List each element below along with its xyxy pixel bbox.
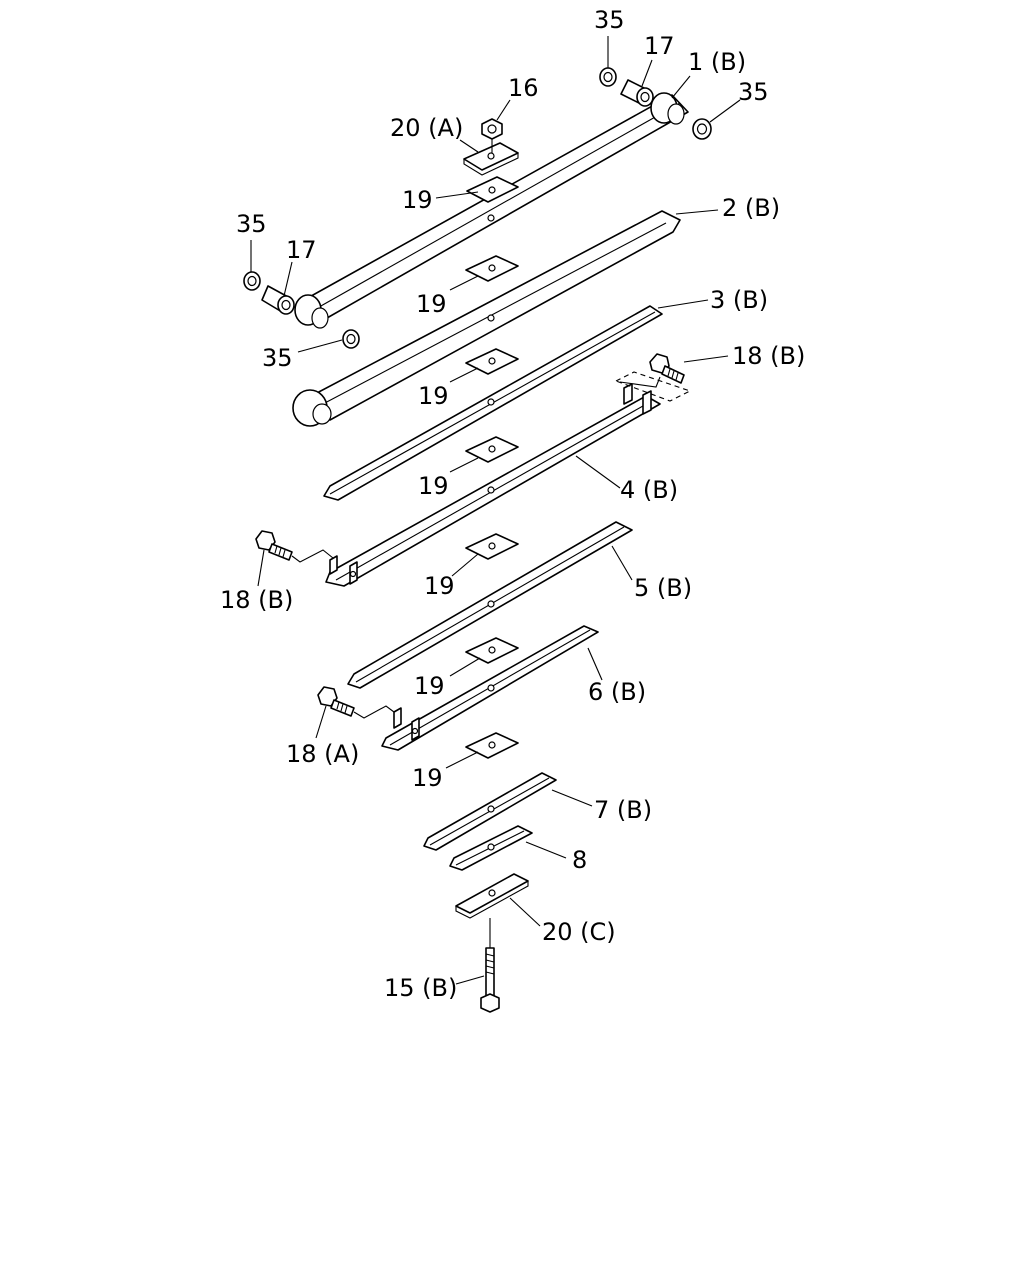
leaf-3: [323, 305, 663, 501]
callout-6b: 6 (B): [588, 678, 646, 706]
callout-19-b: 19: [416, 290, 447, 318]
callout-20a: 20 (A): [390, 114, 463, 142]
leaf-7: [423, 772, 557, 851]
pad-19-d: [465, 436, 519, 463]
washer-35-left-upper: [243, 271, 261, 291]
bolt-15b: [480, 918, 500, 1013]
leader-lines: [250, 36, 741, 985]
bolt-18a: [317, 686, 395, 719]
pad-19-c: [465, 348, 519, 375]
callout-35-left-top: 35: [236, 210, 267, 238]
pad-19-f: [465, 637, 519, 664]
callout-19-e: 19: [424, 572, 455, 600]
plate-20a: [463, 139, 519, 176]
leaf-6: [381, 625, 599, 751]
nut-16: [481, 118, 503, 140]
plate-20c: [455, 873, 529, 919]
bolt-18b-right: [619, 353, 685, 388]
callout-17-left: 17: [286, 236, 317, 264]
bolt-18b-left: [255, 530, 334, 563]
callout-7b: 7 (B): [594, 796, 652, 824]
callout-1b: 1 (B): [688, 48, 746, 76]
callout-19-d: 19: [418, 472, 449, 500]
callout-18b-right: 18 (B): [732, 342, 805, 370]
callout-15b: 15 (B): [384, 974, 457, 1002]
washer-35-upper-right: [692, 118, 712, 140]
washer-35-upper-left: [599, 67, 617, 87]
callout-8: 8: [572, 846, 587, 874]
callout-4b: 4 (B): [620, 476, 678, 504]
callout-2b: 2 (B): [722, 194, 780, 222]
callout-35-top-right: 35: [738, 78, 769, 106]
leaf-2: [292, 210, 681, 427]
pad-19-a: [466, 176, 519, 203]
callout-35-top: 35: [594, 6, 625, 34]
callout-19-a: 19: [402, 186, 433, 214]
callout-35-left-bottom: 35: [262, 344, 293, 372]
callout-18b-left: 18 (B): [220, 586, 293, 614]
callout-19-f: 19: [414, 672, 445, 700]
leaf-5: [347, 521, 633, 689]
callout-5b: 5 (B): [634, 574, 692, 602]
washer-35-left-lower: [342, 329, 360, 349]
callout-16: 16: [508, 74, 539, 102]
callout-19-c: 19: [418, 382, 449, 410]
callout-19-g: 19: [412, 764, 443, 792]
callout-3b: 3 (B): [710, 286, 768, 314]
bushing-17-upper: [620, 79, 654, 107]
callout-17-top: 17: [644, 32, 675, 60]
pad-19-e: [465, 533, 519, 560]
callout-18a: 18 (A): [286, 740, 359, 768]
pad-19-g: [465, 732, 519, 759]
callout-labels: 35 17 1 (B) 35 16 20 (A) 19 2 (B) 35 17 …: [220, 6, 805, 1002]
callout-20c: 20 (C): [542, 918, 616, 946]
pad-19-b: [465, 255, 519, 282]
leaf-1: [294, 92, 689, 329]
leaf-8: [449, 825, 533, 871]
leaf-4: [325, 383, 661, 587]
bushing-17-lower: [261, 285, 295, 315]
